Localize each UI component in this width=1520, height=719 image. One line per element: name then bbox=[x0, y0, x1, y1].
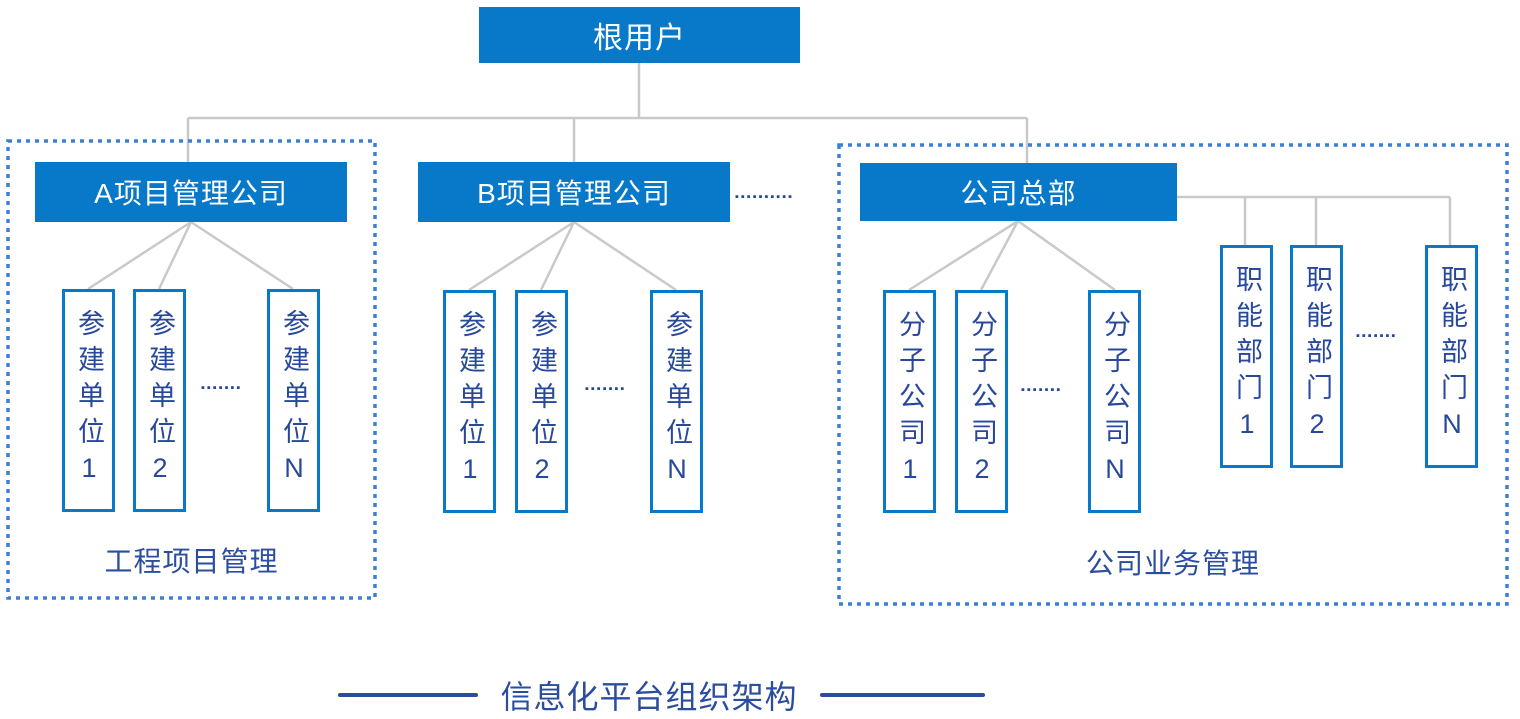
node-participant-b-n: 参建单位N bbox=[650, 290, 703, 513]
business-group-frame bbox=[837, 143, 1509, 606]
ellipsis-branches: ▪▪▪▪▪▪▪▪▪▪ bbox=[735, 191, 794, 203]
project-group-frame bbox=[6, 139, 377, 600]
label-company-business-group: 公司业务管理 bbox=[1085, 548, 1260, 579]
node-subsidiary-1: 分子公司1 bbox=[883, 290, 936, 513]
node-department-n: 职能部门N bbox=[1425, 245, 1478, 468]
node-branch-a: A项目管理公司 bbox=[35, 162, 347, 222]
label-project-management-group: 工程项目管理 bbox=[104, 546, 279, 577]
ellipsis-subsidiaries: ▪▪▪▪▪▪▪ bbox=[1021, 384, 1063, 396]
footer-dash-left bbox=[338, 693, 479, 697]
node-department-2: 职能部门2 bbox=[1290, 245, 1343, 468]
footer-title: 信息化平台组织架构 bbox=[500, 679, 798, 715]
node-subsidiary-n: 分子公司N bbox=[1088, 290, 1141, 513]
node-headquarters: 公司总部 bbox=[860, 163, 1177, 221]
node-participant-a-1: 参建单位1 bbox=[62, 289, 115, 512]
node-branch-b: B项目管理公司 bbox=[418, 162, 730, 222]
ellipsis-departments: ▪▪▪▪▪▪▪ bbox=[1356, 330, 1398, 342]
node-subsidiary-2: 分子公司2 bbox=[955, 290, 1008, 513]
node-department-1: 职能部门1 bbox=[1220, 245, 1273, 468]
node-root-user: 根用户 bbox=[479, 7, 800, 63]
node-participant-b-1: 参建单位1 bbox=[443, 290, 496, 513]
node-participant-b-2: 参建单位2 bbox=[515, 290, 568, 513]
tree-connector-top bbox=[186, 63, 1029, 163]
node-participant-a-n: 参建单位N bbox=[267, 289, 320, 512]
footer-caption: 信息化平台组织架构 bbox=[328, 672, 995, 718]
footer-dash-right bbox=[819, 693, 985, 697]
node-participant-a-2: 参建单位2 bbox=[133, 289, 186, 512]
tree-connector-departments bbox=[1177, 195, 1452, 245]
ellipsis-participants-a: ▪▪▪▪▪▪▪ bbox=[201, 382, 243, 394]
tree-connector-fans bbox=[87, 219, 1116, 292]
ellipsis-participants-b: ▪▪▪▪▪▪▪ bbox=[585, 383, 627, 395]
